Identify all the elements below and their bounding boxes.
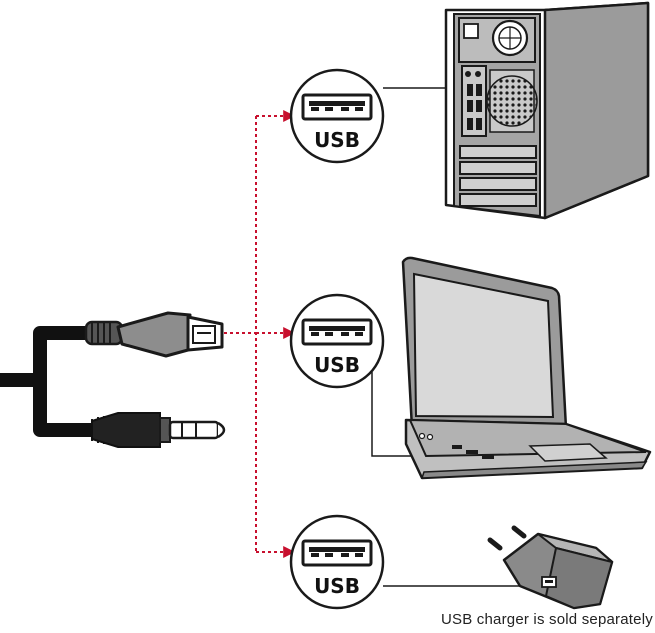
- laptop-icon: [401, 256, 652, 480]
- usb-badge-charger: USB: [289, 514, 385, 610]
- usb-plug-icon: [84, 311, 224, 358]
- usb-port-icon: [301, 318, 373, 346]
- usb-port-icon: [301, 93, 373, 121]
- usb-label: USB: [314, 574, 360, 598]
- cable-icon: [0, 326, 96, 437]
- wall-charger-icon: [487, 525, 614, 610]
- usb-label: USB: [314, 353, 360, 377]
- connector-lines: [224, 110, 296, 558]
- desktop-tower-icon: [444, 1, 650, 220]
- usb-badge-desktop: USB: [289, 68, 385, 164]
- usb-badge-laptop: USB: [289, 293, 385, 389]
- usb-label: USB: [314, 128, 360, 152]
- charger-note: USB charger is sold separately: [441, 611, 653, 628]
- usb-port-icon: [301, 539, 373, 567]
- audio-jack-icon: [91, 412, 226, 448]
